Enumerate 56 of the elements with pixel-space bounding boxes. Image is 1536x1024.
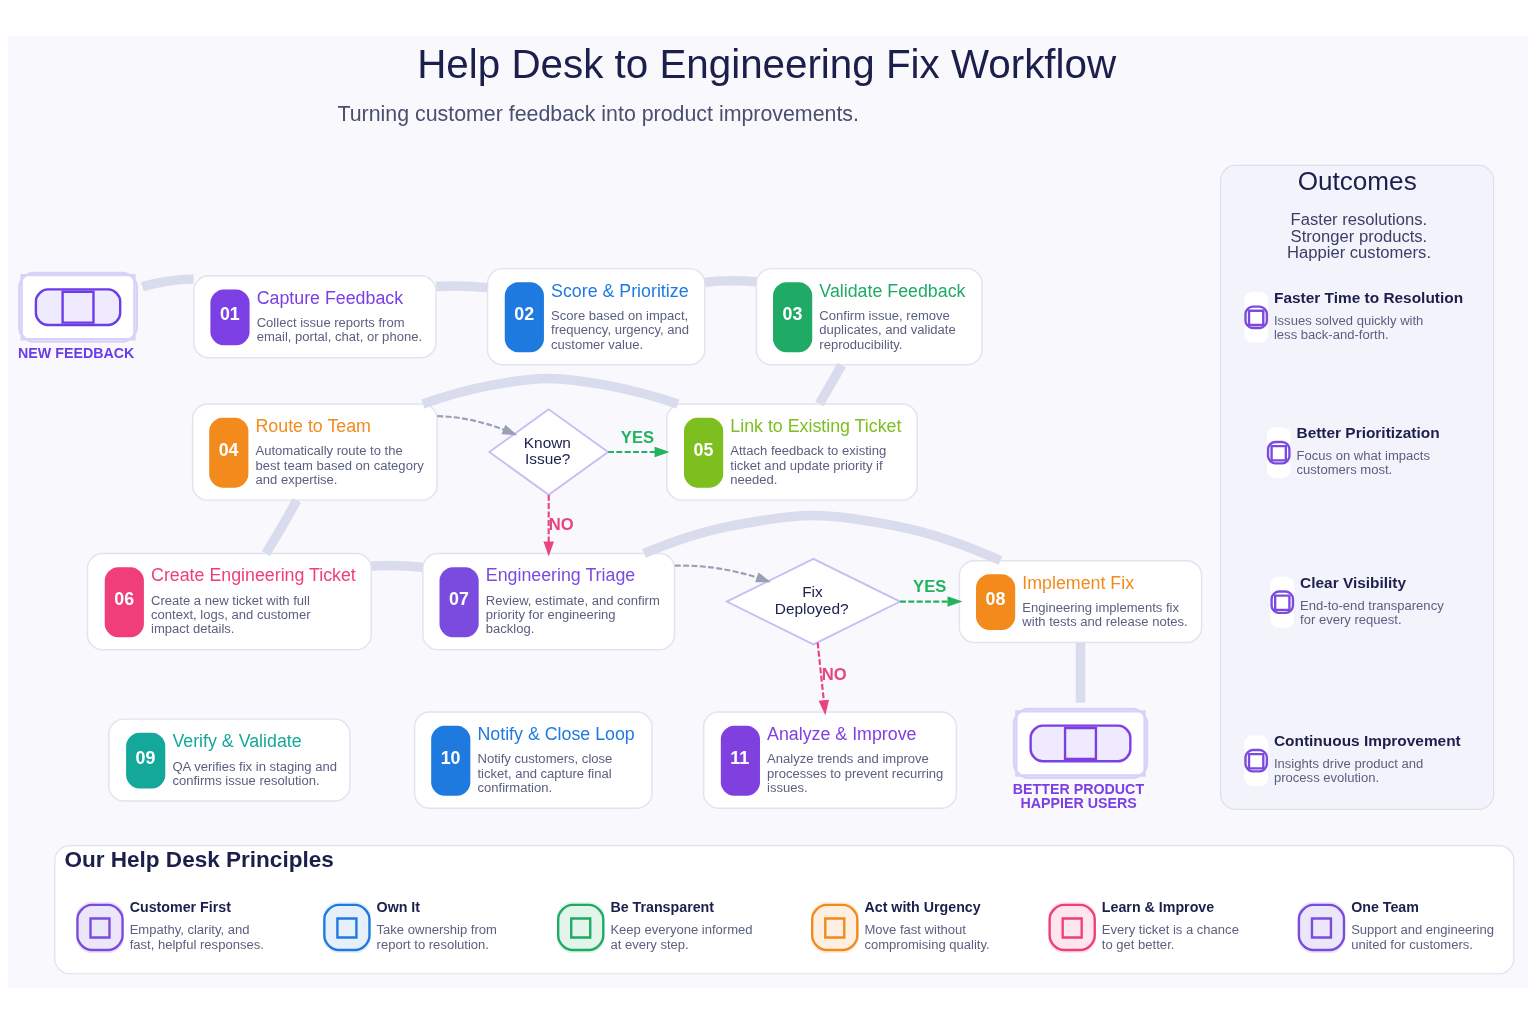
node-box: 09 Verify & Validate QA verifies fix in staging and confirms issue resolution. <box>108 718 351 802</box>
node-label: NEW FEEDBACK <box>18 344 135 361</box>
edge-label: YES <box>913 577 947 597</box>
node-label: Act with Urgency <box>864 899 981 916</box>
node-box: 03 Validate Feedback Confirm issue, remove duplicates, and validate reproducibility. <box>755 267 983 366</box>
node-label: BETTER PRODUCT HAPPIER USERS <box>1012 781 1145 812</box>
edge-label: YES <box>620 427 655 447</box>
node-label: Customer First <box>129 899 231 916</box>
node-label: Empathy, clarity, and fast, helpful responses. <box>129 922 264 952</box>
arrow <box>674 564 771 583</box>
node-box: 05 Link to Existing Ticket Attach feedback to existing ticket and update priority if needed. <box>666 403 918 501</box>
node-diamond: Known Issue? <box>487 408 610 496</box>
node-label: Be Transparent <box>610 899 715 916</box>
node-diamond: Fix Deployed? <box>724 557 903 646</box>
node-box: 06 Create Engineering Ticket Create a new ticket with full context, logs, and customer impact details. <box>86 552 372 651</box>
node-box: 10 Notify & Close Loop Notify customers, close ticket, and capture final confirmation. <box>413 711 653 809</box>
arrow <box>608 446 670 458</box>
connector <box>436 281 488 293</box>
node-label: Issues solved quickly with less back-and-forth. <box>1273 312 1424 343</box>
node-label: Clear Visibility <box>1300 573 1407 591</box>
arrow <box>816 642 829 716</box>
node-label: Move fast without compromising quality. <box>864 922 990 952</box>
connector <box>371 560 423 572</box>
node-box: 01 Capture Feedback Collect issue reports from email, portal, chat, or phone. <box>193 275 437 359</box>
node-label: Take ownership from report to resolution. <box>376 922 497 952</box>
edge-label: NO <box>821 664 847 684</box>
arrow <box>543 495 554 557</box>
connector <box>1075 642 1086 703</box>
node-label: Faster Time to Resolution <box>1273 288 1464 306</box>
node-box: 07 Engineering Triage Review, estimate, and confirm priority for engineering backlog. <box>422 552 676 651</box>
connector <box>704 275 757 287</box>
connector <box>815 362 846 407</box>
arrow <box>900 596 963 607</box>
edge-label: NO <box>548 515 574 535</box>
node-label: Better Prioritization <box>1296 424 1440 442</box>
node-label: Learn & Improve <box>1101 899 1215 916</box>
node-label: Focus on what impacts customers most. <box>1296 448 1430 478</box>
node-label: Every ticket is a chance to get better. <box>1101 922 1239 952</box>
node-label: One Team <box>1351 899 1419 916</box>
connector <box>642 510 1003 565</box>
diagram-title: Help Desk to Engineering Fix Workflow <box>417 40 1117 87</box>
node-label: Insights drive product and process evolution. <box>1273 756 1424 786</box>
node-label: Support and engineering united for customers. <box>1351 922 1495 952</box>
node-box: 02 Score & Prioritize Score based on impact, frequency, urgency, and customer value. <box>486 267 706 366</box>
arrow <box>437 415 518 436</box>
connector <box>261 497 301 556</box>
node-label: Keep everyone informed at every step. <box>610 922 753 952</box>
label: Turning customer feedback into product improvements. <box>337 101 859 126</box>
node-label: Continuous Improvement <box>1273 732 1461 750</box>
node-box: 11 Analyze & Improve Analyze trends and improve processes to prevent recurring issues. <box>702 711 958 809</box>
connector <box>421 373 680 409</box>
node-box: 04 Route to Team Automatically route to the best team based on category and expertise. <box>191 403 438 501</box>
node-label: Own It <box>376 899 421 916</box>
node-box: 08 Implement Fix Engineering implements fix with tests and release notes. <box>958 559 1203 644</box>
connector <box>141 274 194 292</box>
node-label: End-to-end transparency for every request. <box>1300 597 1444 627</box>
